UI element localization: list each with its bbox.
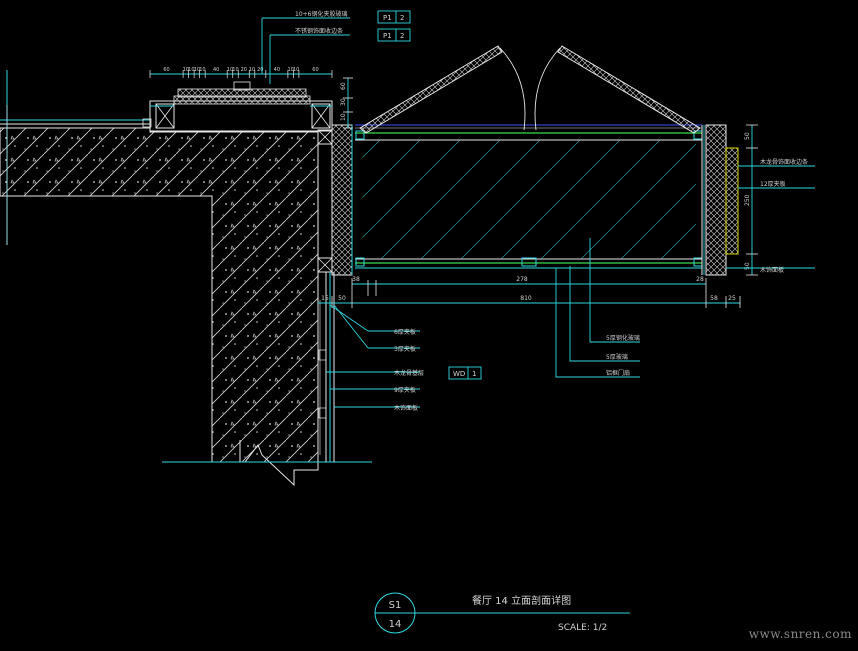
dim-side-3: 50 bbox=[744, 262, 751, 270]
tag-wd-num: 1 bbox=[472, 370, 476, 378]
dim-mid: 278 bbox=[516, 276, 528, 283]
top-dim-label: 10 bbox=[227, 67, 233, 73]
right-callouts: 木龙骨饰面收边条 12厚夹板 木饰面板 bbox=[726, 158, 815, 274]
dim-right-1: 60 bbox=[340, 82, 347, 90]
concrete-structure bbox=[0, 70, 372, 487]
label-left-4: 9厚夹板 bbox=[394, 386, 416, 394]
opening-flaps bbox=[355, 45, 702, 134]
top-dim-label: 10 bbox=[199, 67, 205, 73]
dim-small-a: 38 bbox=[352, 276, 360, 283]
dim-left-a: 15 bbox=[321, 295, 329, 302]
dim-small-b: 28 bbox=[696, 276, 704, 283]
dim-left-b: 50 bbox=[338, 295, 346, 302]
label-trim: 不锈钢饰面收边条 bbox=[295, 27, 343, 35]
right-top-dimensions: 60 30 10 bbox=[340, 77, 353, 129]
top-dim-label: 10 bbox=[232, 67, 238, 73]
top-dim-label: 10 bbox=[183, 67, 189, 73]
dim-right-2: 30 bbox=[340, 98, 347, 106]
top-callouts: 10+6钢化夹胶玻璃 不锈钢饰面收边条 P1 2 P1 2 bbox=[261, 10, 411, 84]
top-dim-label: 40 bbox=[213, 67, 219, 73]
dim-right-a: 58 bbox=[710, 295, 718, 302]
label-left-3: 木龙骨基层 bbox=[394, 369, 424, 377]
top-dim-label: 20 bbox=[241, 67, 247, 73]
label-left-2: 3厚夹板 bbox=[394, 345, 416, 353]
left-callouts: 6厚夹板 3厚夹板 木龙骨基层 9厚夹板 木饰面板 WD 1 bbox=[326, 304, 482, 412]
title-block: S1 14 餐厅 14 立面剖面详图 SCALE: 1/2 bbox=[374, 592, 630, 634]
label-left-5: 木饰面板 bbox=[394, 404, 418, 412]
top-dim-label: 60 bbox=[312, 67, 318, 73]
top-frame bbox=[142, 81, 333, 132]
top-dim-label: 60 bbox=[163, 67, 169, 73]
drawing-scale: SCALE: 1/2 bbox=[558, 623, 607, 633]
label-right-3: 木饰面板 bbox=[760, 266, 784, 274]
label-bottom-3: 铝框门扇 bbox=[606, 369, 630, 377]
label-bottom-2: 5厚玻璃 bbox=[606, 353, 628, 361]
bottom-dimensions: 278 810 58 25 15 50 38 28 bbox=[318, 276, 741, 308]
dim-right-3: 10 bbox=[340, 113, 347, 121]
top-dim-label: 10 bbox=[194, 67, 200, 73]
dim-side-2: 250 bbox=[744, 194, 751, 206]
label-right-2: 12厚夹板 bbox=[760, 180, 786, 188]
section-top: S1 bbox=[389, 600, 402, 611]
top-dim-label: 20 bbox=[257, 67, 263, 73]
bottom-callouts: 5厚钢化玻璃 5厚玻璃 铝框门扇 bbox=[555, 238, 640, 378]
tag-p1-b-label: P1 bbox=[383, 32, 392, 40]
tag-p1-a-num: 2 bbox=[400, 14, 404, 22]
label-glass: 10+6钢化夹胶玻璃 bbox=[295, 10, 347, 18]
side-dimensions: 50 250 50 bbox=[744, 124, 758, 276]
tag-wd-label: WD bbox=[453, 370, 465, 378]
dim-total: 810 bbox=[520, 295, 532, 302]
dim-right-b: 25 bbox=[728, 295, 736, 302]
label-left-1: 6厚夹板 bbox=[394, 328, 416, 336]
watermark: www.snren.com bbox=[748, 627, 852, 641]
tag-p1-a bbox=[377, 10, 411, 24]
top-dim-label: 10 bbox=[249, 67, 255, 73]
left-wall-cladding bbox=[317, 124, 353, 462]
tag-p1-b-num: 2 bbox=[400, 32, 404, 40]
top-dim-label: 40 bbox=[274, 67, 280, 73]
label-right-1: 木龙骨饰面收边条 bbox=[760, 158, 808, 166]
tag-p1-b bbox=[377, 28, 411, 42]
top-dim-label: 10 bbox=[287, 67, 293, 73]
section-bottom: 14 bbox=[389, 619, 402, 630]
top-dim-label: 10 bbox=[293, 67, 299, 73]
drawing-title: 餐厅 14 立面剖面详图 bbox=[472, 594, 571, 607]
top-dim-label: 10 bbox=[188, 67, 194, 73]
label-bottom-1: 5厚钢化玻璃 bbox=[606, 334, 640, 342]
window-box bbox=[355, 124, 703, 269]
right-panel bbox=[701, 124, 739, 276]
tag-p1-a-label: P1 bbox=[383, 14, 392, 22]
dim-side-1: 50 bbox=[744, 132, 751, 140]
tag-wd bbox=[448, 366, 482, 380]
